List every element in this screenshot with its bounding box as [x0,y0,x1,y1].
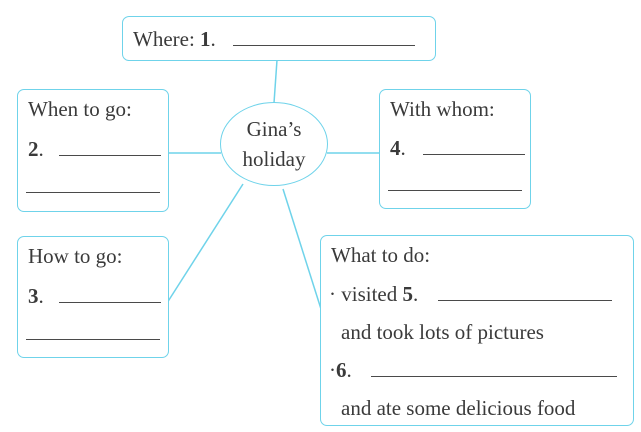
item2-bullet: · [329,358,336,382]
answer-blank-4[interactable] [423,136,525,155]
item2-number: 6 [336,358,347,382]
answer-blank-6[interactable] [371,358,617,377]
what-to-do-label: What to do: [331,243,431,267]
with-whom-number: 4 [390,136,401,160]
answer-blank-2-cont[interactable] [26,174,160,193]
item1-number: 5 [402,282,414,306]
with-whom-box: With whom: 4. [379,89,531,209]
where-label: Where: [133,27,195,51]
center-topic-oval: Gina’s holiday [220,102,328,186]
when-box: When to go: 2. [17,89,169,212]
item1-dot: . [413,282,419,306]
item2-dot: . [346,358,352,382]
where-number: 1 [200,27,211,51]
answer-blank-4-cont[interactable] [388,172,522,191]
answer-blank-5[interactable] [437,282,612,301]
with-whom-label: With whom: [390,97,495,121]
when-label: When to go: [28,97,132,121]
how-dot: . [38,284,44,308]
where-dot: . [210,27,216,51]
when-dot: . [38,137,44,161]
center-topic-line2: holiday [242,147,306,171]
what-to-do-box: What to do: · visited 5. and took lots o… [320,235,634,426]
connector-what [282,188,322,310]
answer-blank-3-cont[interactable] [26,321,160,340]
answer-blank-3[interactable] [59,284,161,303]
when-number: 2 [28,137,39,161]
answer-blank-2[interactable] [59,137,161,156]
how-box: How to go: 3. [17,236,169,358]
how-label: How to go: [28,244,123,268]
how-number: 3 [28,284,39,308]
with-whom-dot: . [400,136,406,160]
center-topic-line1: Gina’s [246,117,302,141]
item2-continuation: and ate some delicious food [341,396,576,420]
item1-continuation: and took lots of pictures [341,320,544,344]
connector-how [166,183,244,304]
item1-prefix: · visited [329,282,398,306]
connector-where [273,59,278,104]
answer-blank-1[interactable] [233,27,416,46]
where-box: Where: 1. [122,16,436,61]
